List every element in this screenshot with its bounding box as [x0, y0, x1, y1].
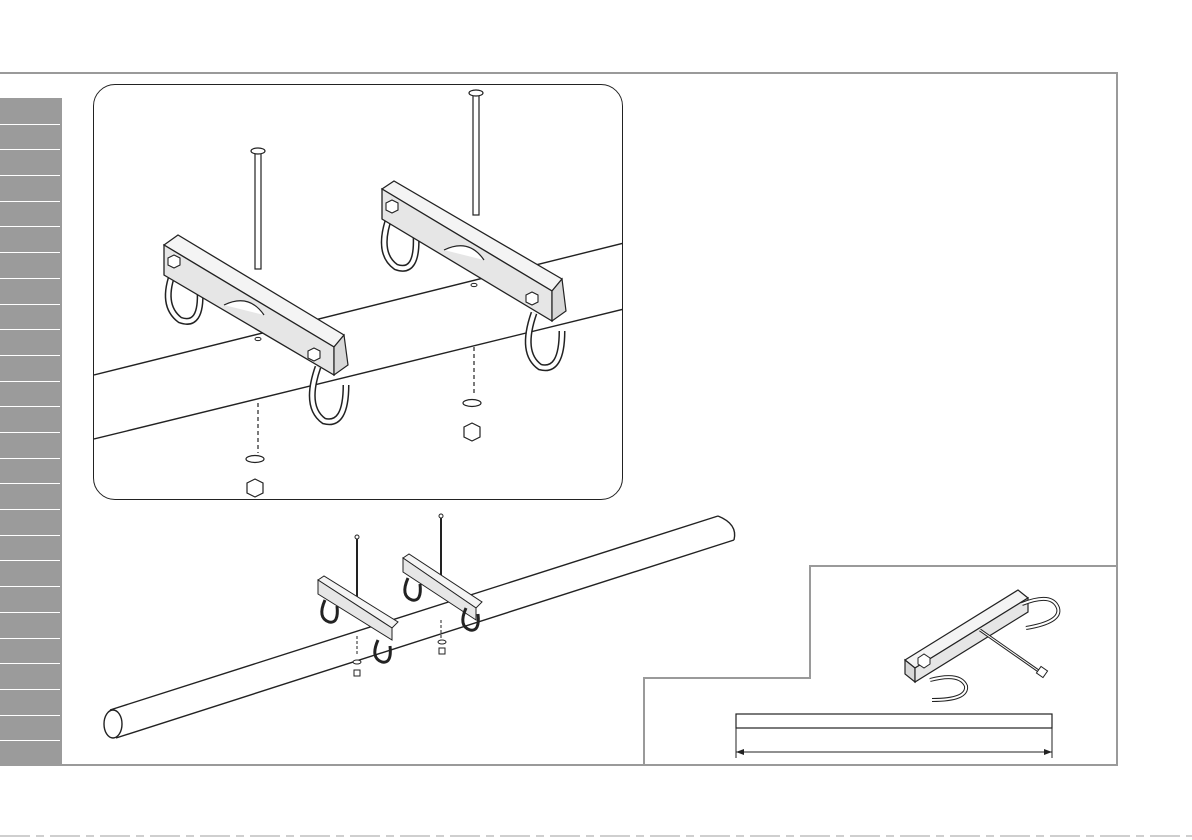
- parts-beam: [736, 714, 1052, 758]
- small-hanger-left: [318, 535, 398, 676]
- swing-beam: [104, 516, 735, 738]
- parts-box-outline: [644, 566, 1118, 766]
- parts-hanger: [905, 590, 1058, 700]
- beam-end-cap-left: [104, 710, 122, 738]
